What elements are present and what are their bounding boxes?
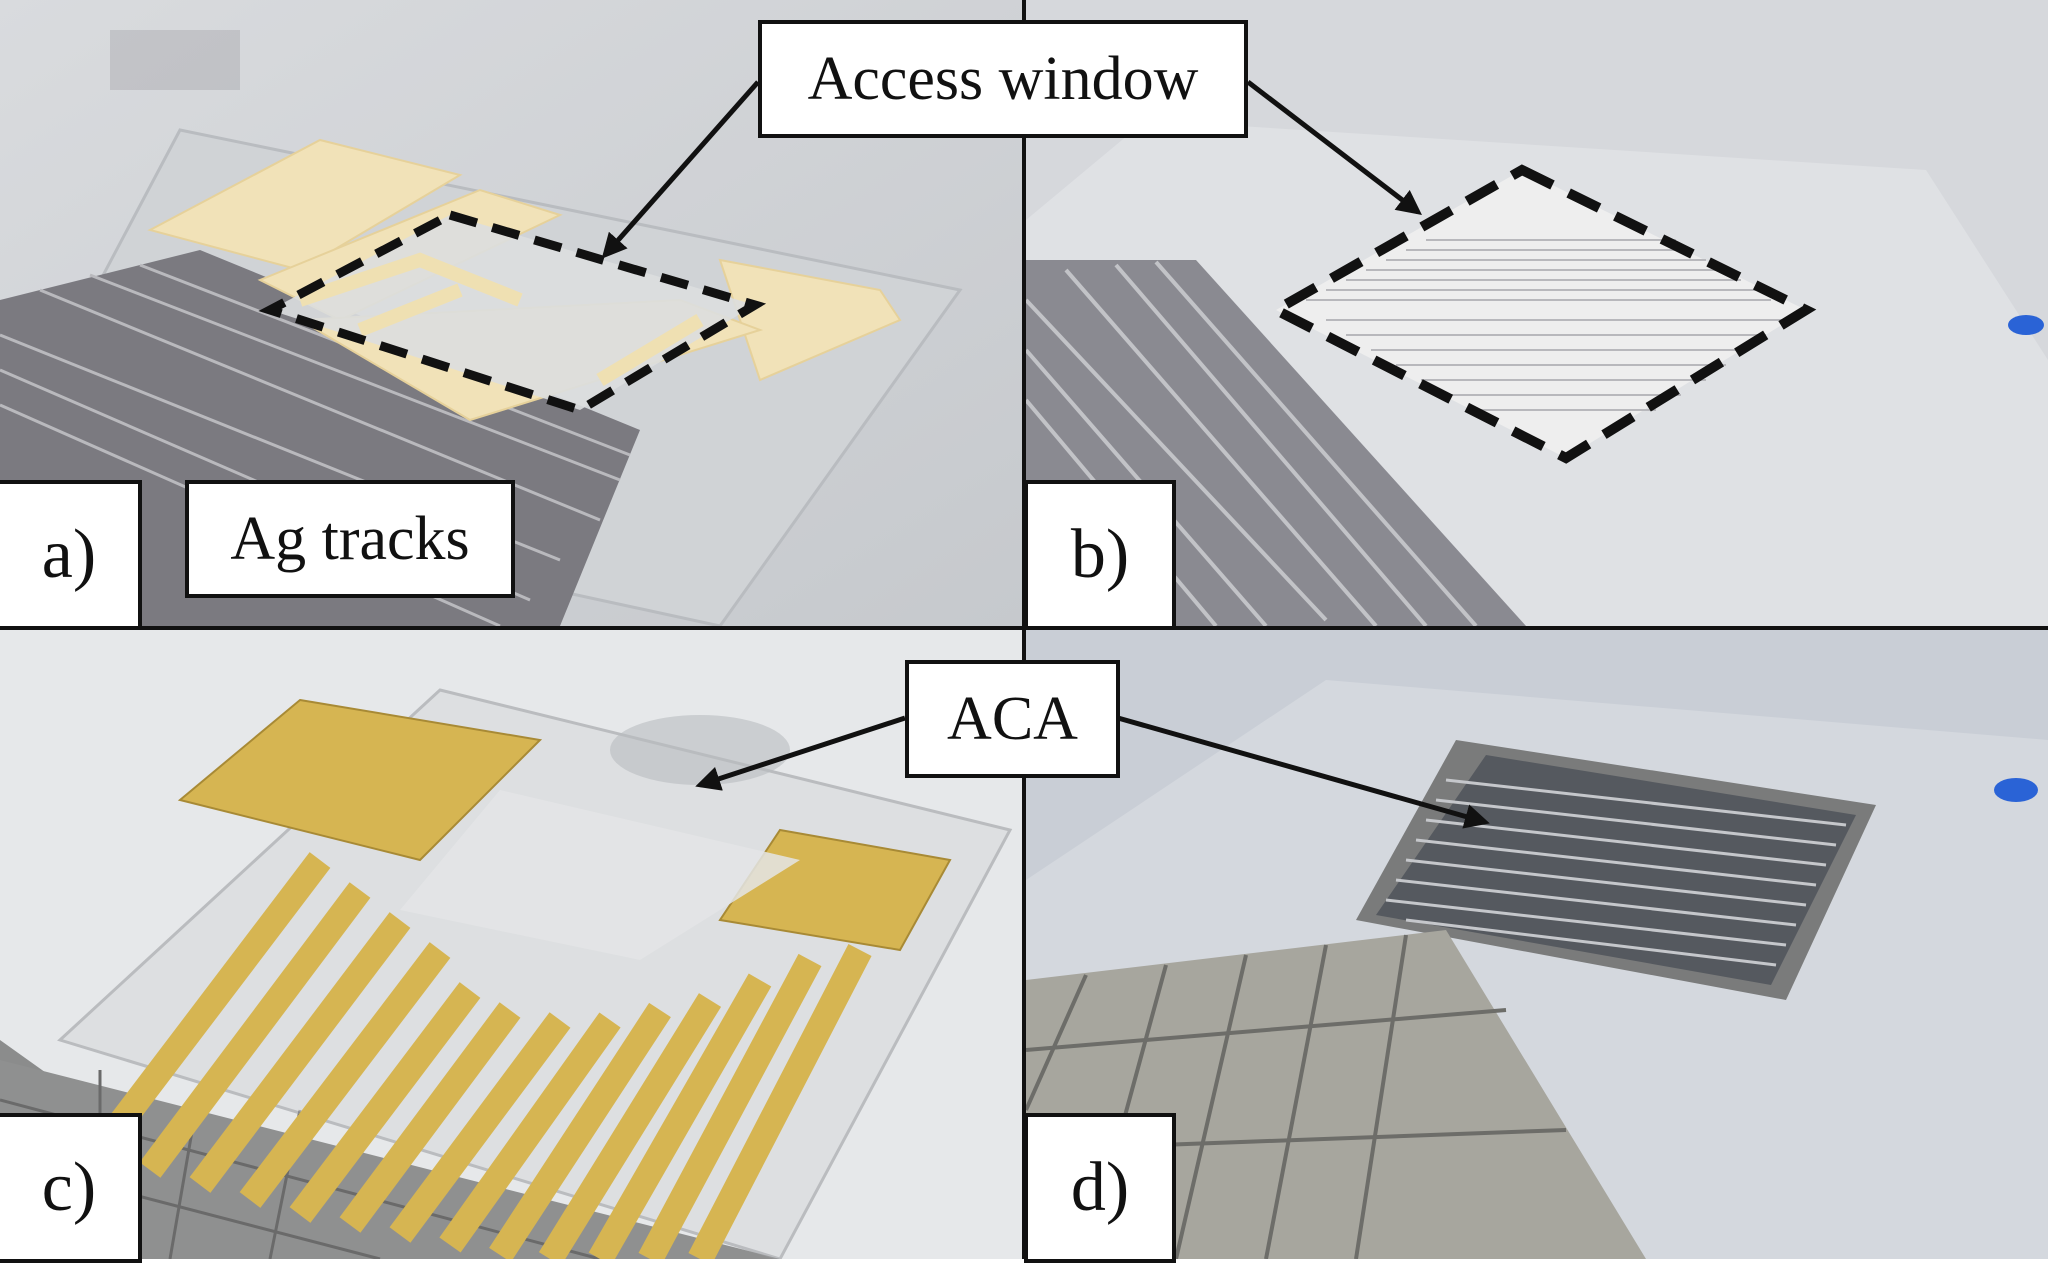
blue-mark-d xyxy=(1994,778,2038,802)
panel-b-label-text: b) xyxy=(1070,516,1130,593)
panel-c-image xyxy=(0,630,1022,1259)
panel-a-label-text: a) xyxy=(41,516,97,593)
panel-label-b: b) xyxy=(1024,480,1176,630)
aca-label: ACA xyxy=(947,684,1078,753)
access-window-label: Access window xyxy=(807,44,1199,113)
ag-tracks-label: Ag tracks xyxy=(230,504,470,573)
blue-mark xyxy=(2008,315,2044,335)
panel-label-c: c) xyxy=(0,1113,142,1263)
panel-c-label-text: c) xyxy=(41,1149,97,1226)
panel-label-a: a) xyxy=(0,480,142,630)
ag-tracks-callout: Ag tracks xyxy=(185,480,515,598)
panel-c-photo xyxy=(0,630,1022,1259)
panel-d-photo xyxy=(1026,630,2048,1259)
access-window-outline-b xyxy=(1265,164,1817,464)
aca-callout: ACA xyxy=(905,660,1120,778)
panel-label-d: d) xyxy=(1024,1113,1176,1263)
panel-d-image xyxy=(1026,630,2048,1259)
access-window-callout: Access window xyxy=(758,20,1248,138)
panel-d-label-text: d) xyxy=(1070,1149,1130,1226)
